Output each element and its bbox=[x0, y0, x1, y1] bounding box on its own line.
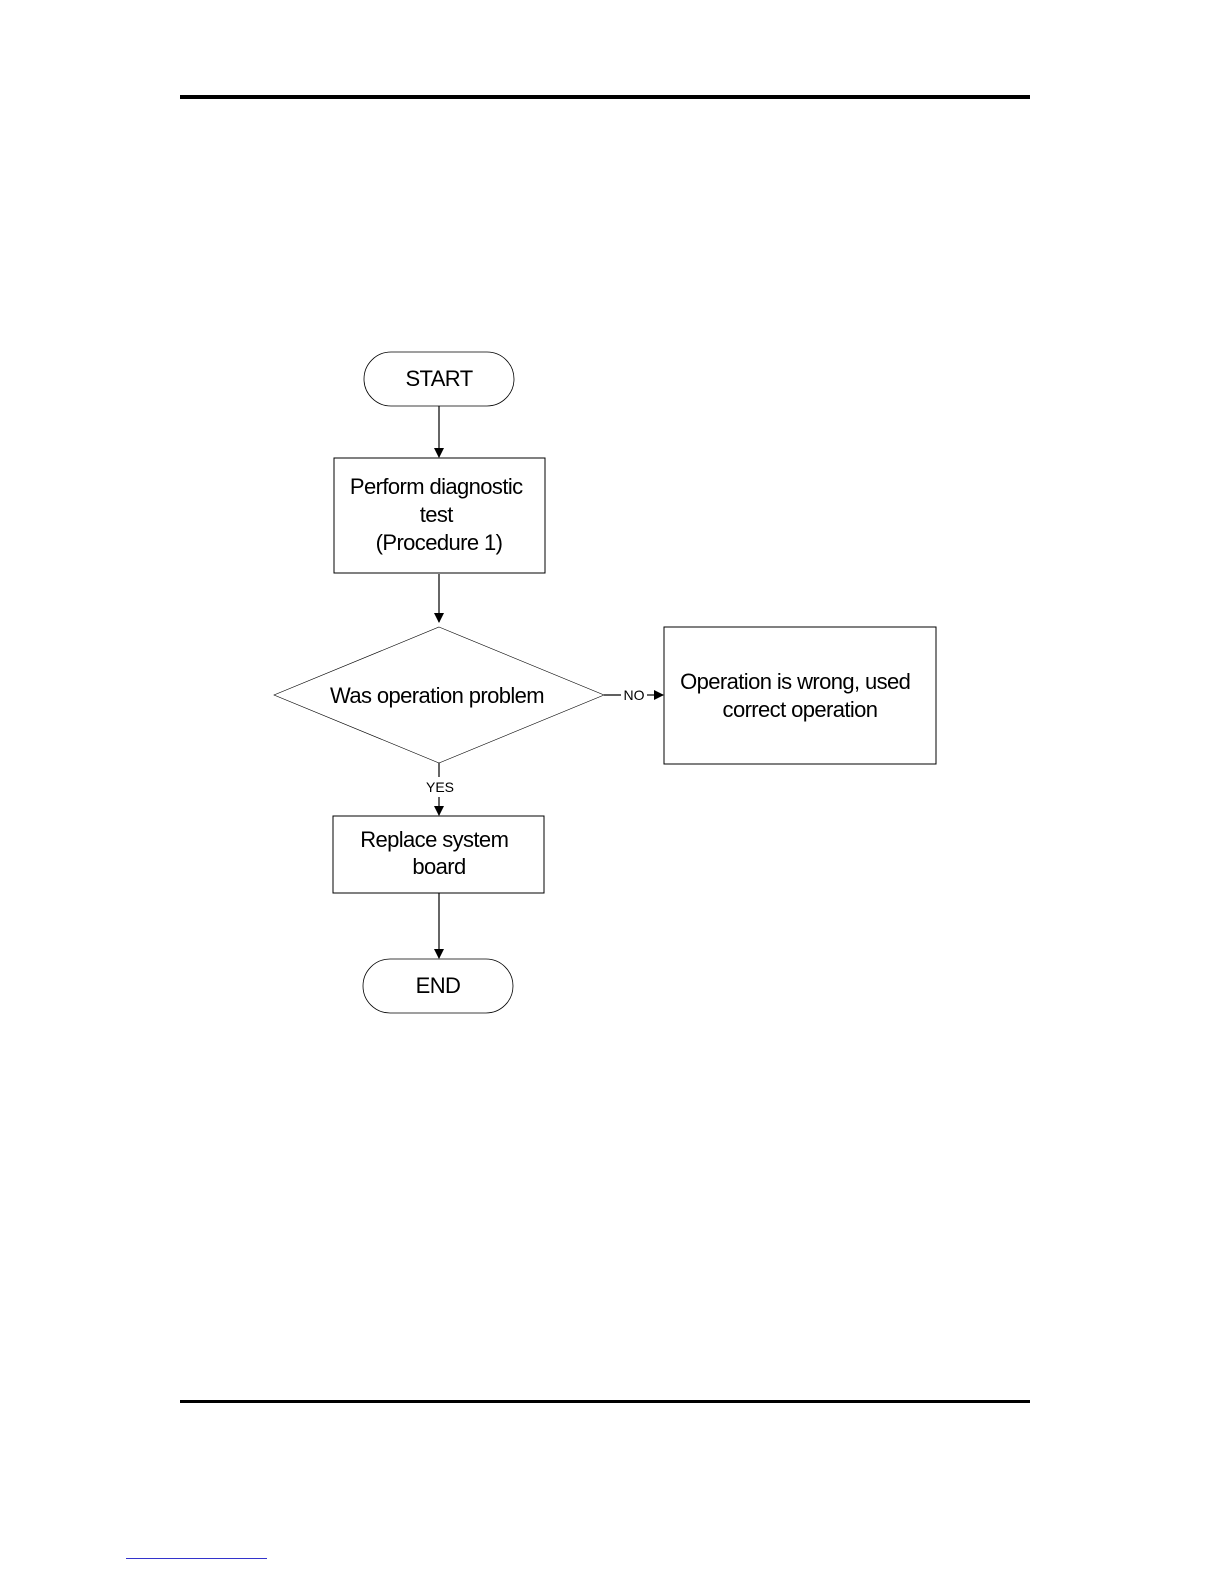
wrong-operation-label-line-2: correct operation bbox=[723, 697, 878, 722]
decision-label: Was operation problem bbox=[330, 683, 544, 708]
end-node: END bbox=[363, 959, 513, 1013]
diagnostic-label-line-2: test bbox=[420, 502, 454, 527]
wrong-operation-label-line-1: Operation is wrong, used bbox=[680, 669, 910, 694]
edge-label-yes: YES bbox=[426, 779, 454, 795]
replace-node: Replace system board bbox=[333, 816, 544, 893]
wrong-operation-node: Operation is wrong, used correct operati… bbox=[664, 627, 936, 764]
replace-label-line-1: Replace system bbox=[360, 827, 508, 852]
start-label: START bbox=[405, 366, 472, 391]
footer-rule bbox=[180, 1400, 1030, 1403]
diagnostic-label-line-3: (Procedure 1) bbox=[376, 530, 503, 555]
end-label: END bbox=[416, 973, 461, 998]
diagnostic-label-line-1: Perform diagnostic bbox=[350, 474, 523, 499]
decision-node: Was operation problem bbox=[274, 627, 604, 763]
replace-label-line-2: board bbox=[412, 854, 465, 879]
footer-link-underline[interactable] bbox=[126, 1558, 267, 1559]
diagnostic-node: Perform diagnostic test (Procedure 1) bbox=[334, 458, 545, 573]
edge-label-no: NO bbox=[624, 687, 645, 703]
start-node: START bbox=[364, 352, 514, 406]
